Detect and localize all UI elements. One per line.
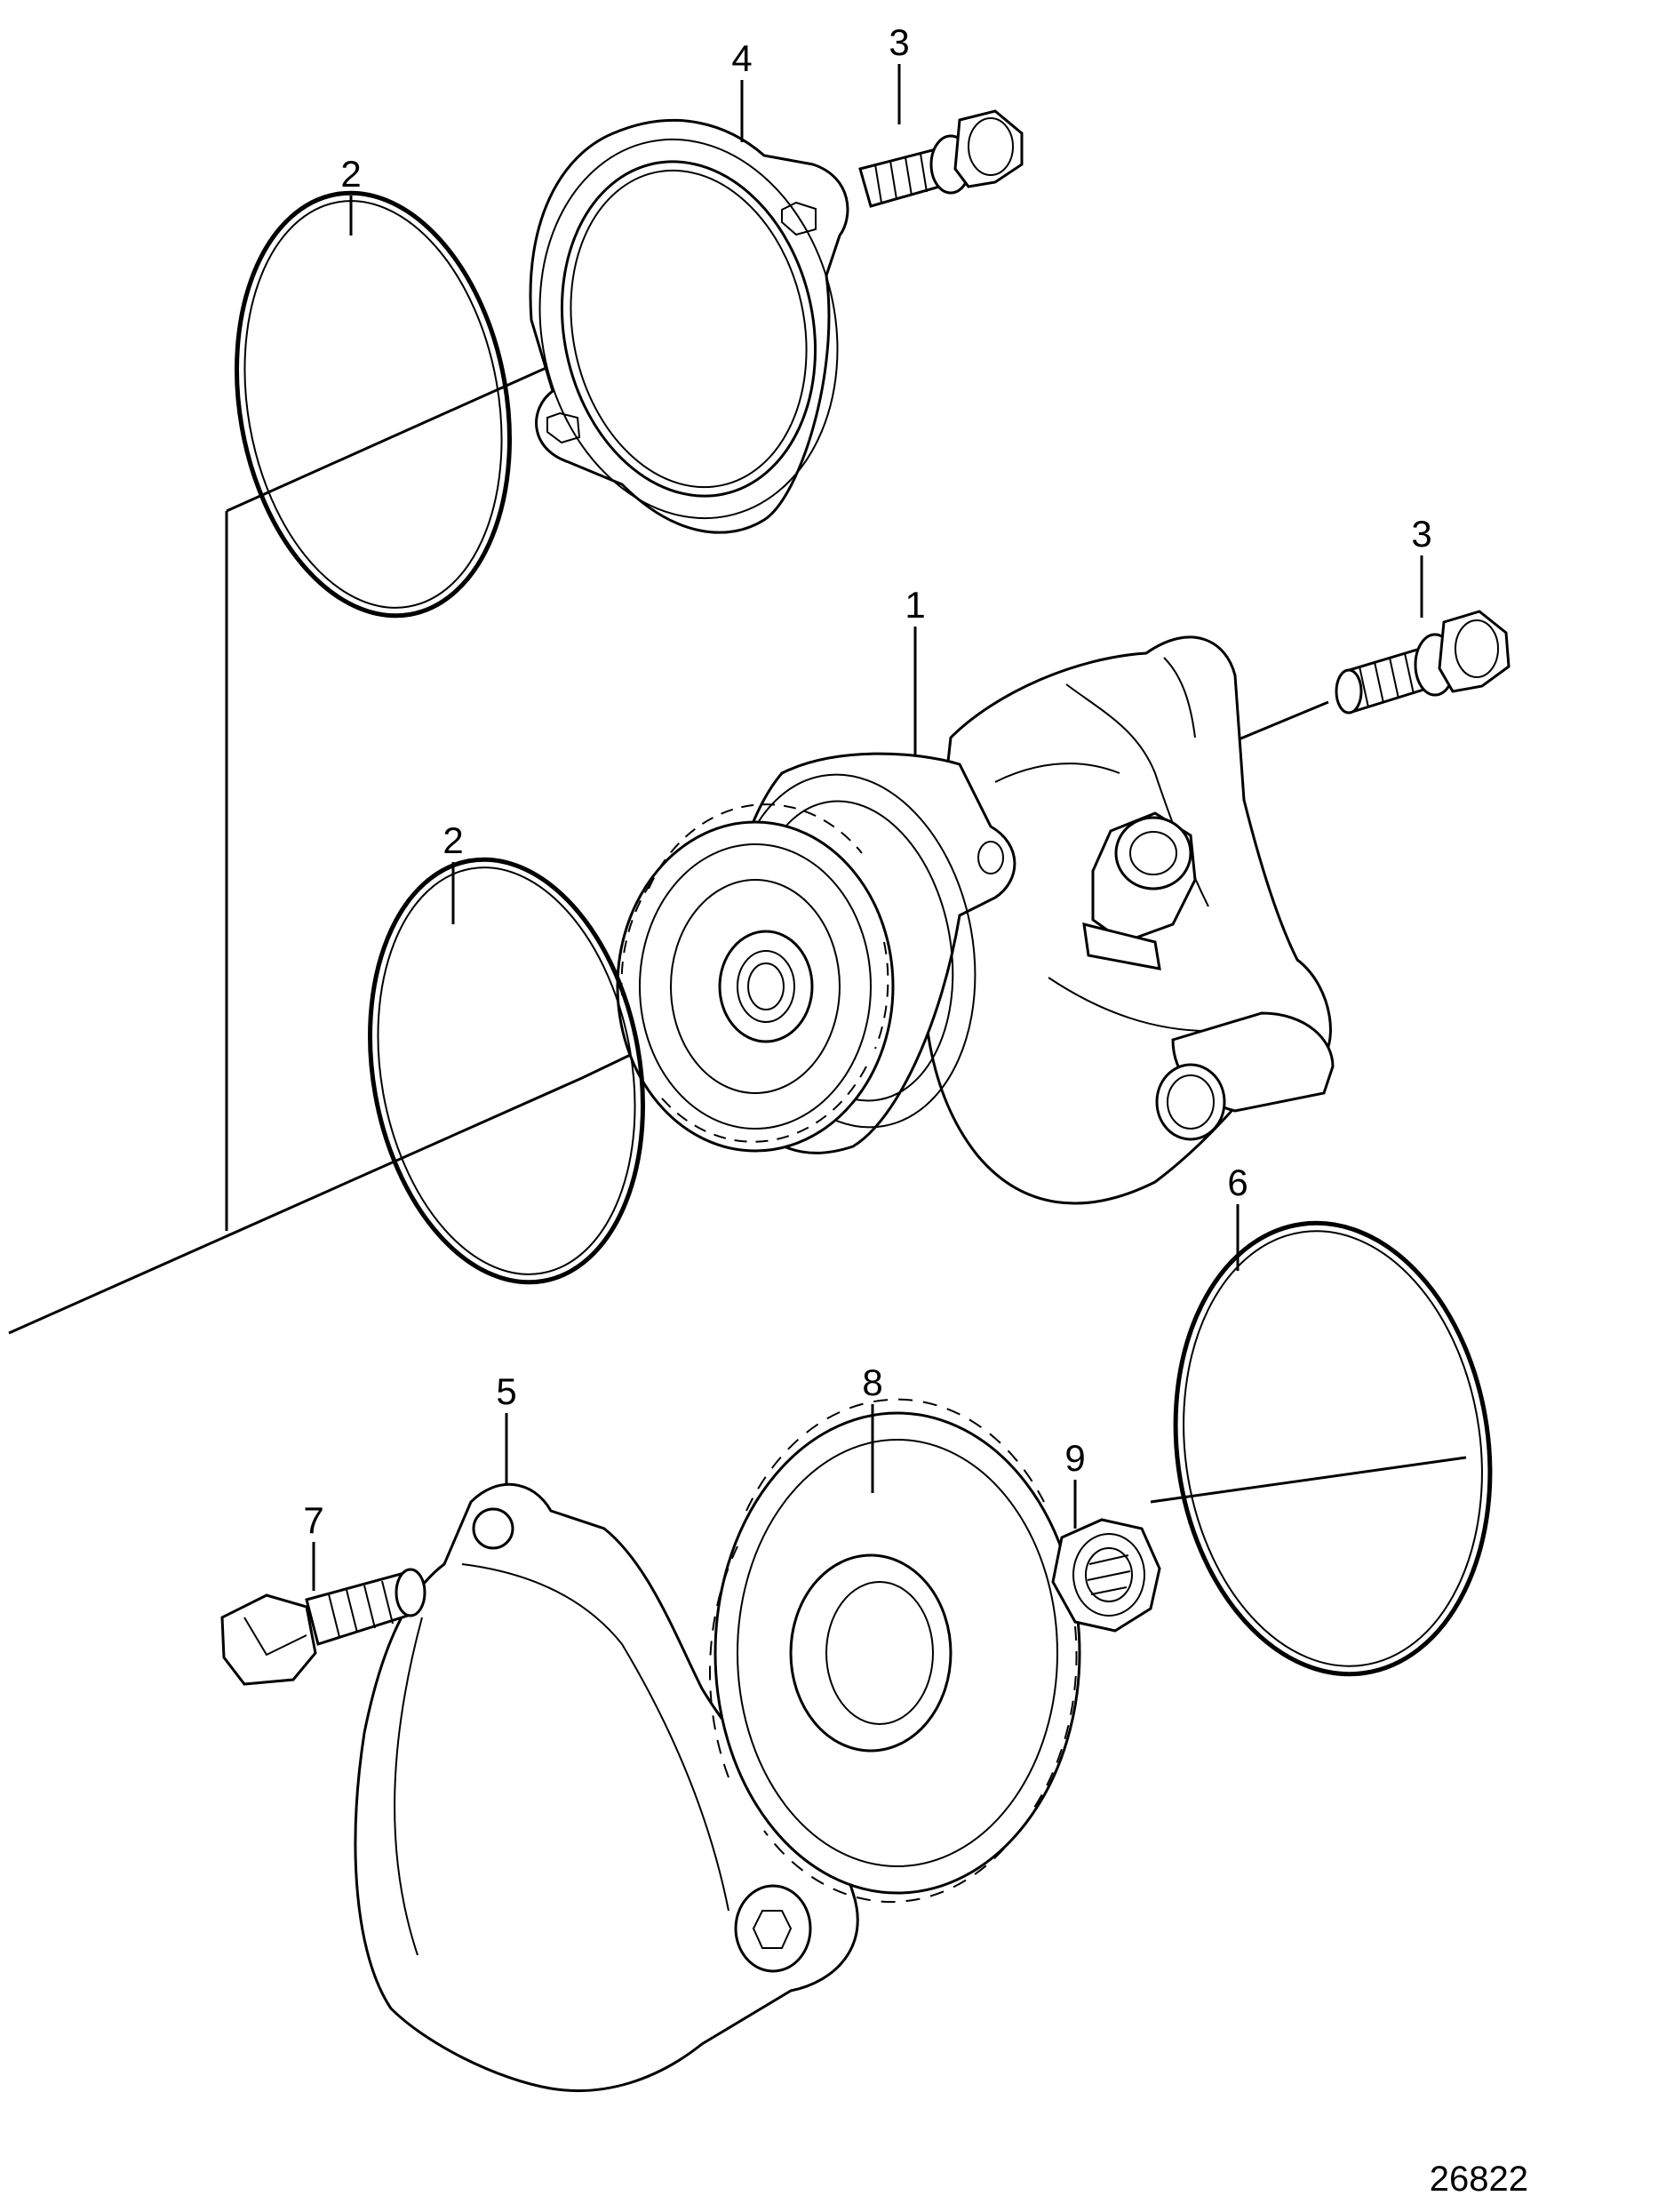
bolt-cover (220, 1568, 426, 1686)
bolt-lower (1335, 610, 1511, 715)
callout-8: 8 (862, 1362, 882, 1403)
callout-5: 5 (496, 1370, 516, 1412)
idler-gear (709, 1398, 1081, 1904)
callout-7: 7 (303, 1499, 323, 1541)
drawing-reference-number: 26822 (1430, 2160, 1528, 2199)
bolt-upper (858, 109, 1024, 208)
flange-gasket (529, 118, 849, 534)
callout-2-upper: 2 (340, 153, 361, 195)
callout-6: 6 (1227, 1162, 1248, 1203)
pump-drive-gear (616, 803, 895, 1153)
pump-assembly (616, 635, 1335, 1205)
callout-3-upper: 3 (889, 21, 909, 63)
o-ring-upper (235, 190, 512, 619)
gear-nut (1051, 1518, 1161, 1633)
callout-1: 1 (905, 584, 925, 626)
gear-cover (354, 1482, 859, 2092)
o-ring-large (1173, 1220, 1493, 1677)
o-ring-lower (368, 857, 645, 1285)
callout-3-lower: 3 (1411, 513, 1431, 555)
callout-9: 9 (1064, 1437, 1085, 1479)
callout-4: 4 (731, 37, 752, 79)
callout-leaders (312, 64, 1423, 1591)
callout-labels: 2 4 3 3 1 2 6 5 7 8 9 (303, 21, 1431, 1541)
callout-2-lower: 2 (442, 819, 463, 861)
